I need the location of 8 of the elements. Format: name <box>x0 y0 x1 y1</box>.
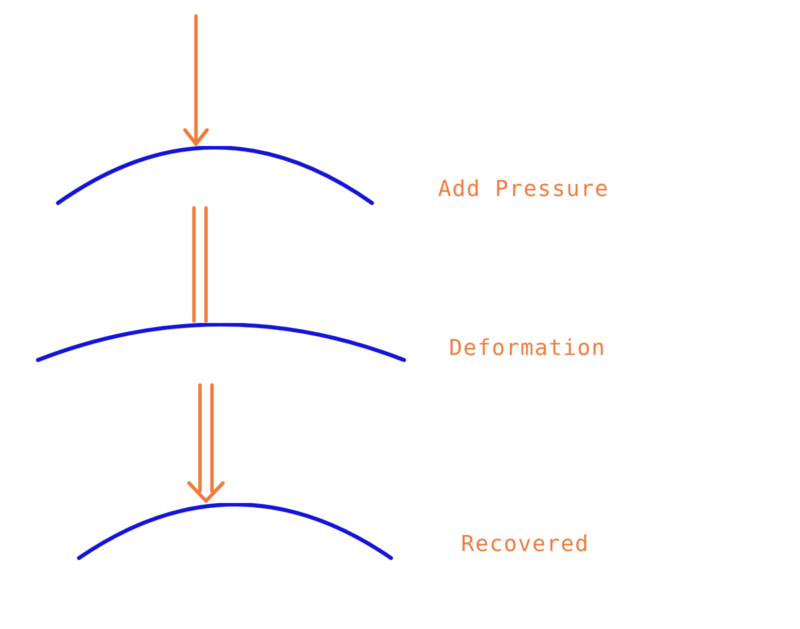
arrow <box>183 14 209 146</box>
curved-plate <box>55 146 375 206</box>
stage-label: Add Pressure <box>438 179 609 201</box>
stage-label: Recovered <box>461 534 590 556</box>
double-arrow <box>187 383 225 503</box>
curved-plate <box>76 503 394 561</box>
stage-label: Deformation <box>449 338 606 360</box>
curved-plate <box>35 323 407 363</box>
